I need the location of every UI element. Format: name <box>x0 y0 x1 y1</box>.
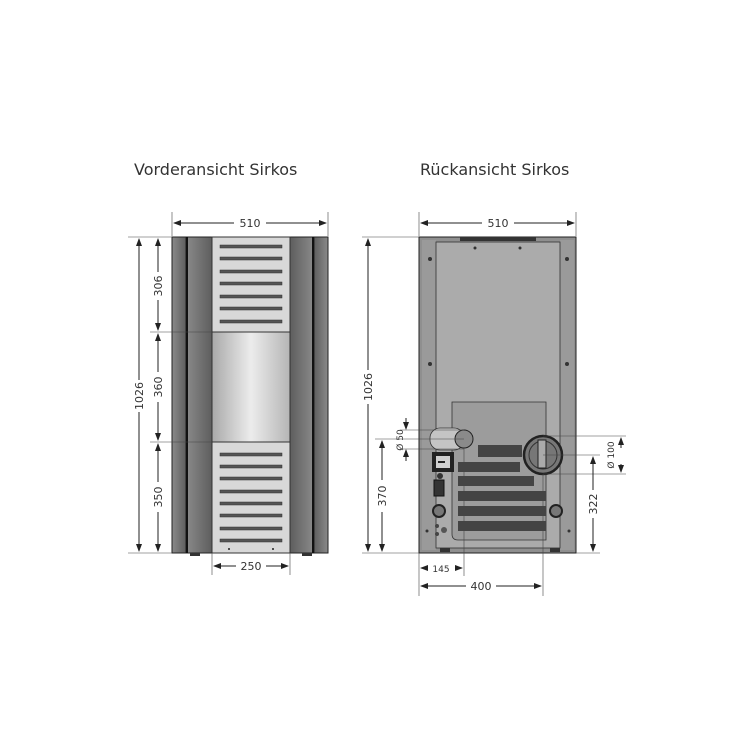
air-inlet-offset-label: 145 <box>432 565 449 575</box>
bottom-grille-height-label: 350 <box>152 487 165 508</box>
air-inlet-height-label: 370 <box>376 486 389 507</box>
center-panel-width-label: 250 <box>241 560 262 573</box>
front-view-drawing: 510 1026 306 360 350 250 <box>128 212 329 575</box>
back-height-label: 1026 <box>362 373 375 401</box>
air-inlet-diameter-label: Ø 50 <box>395 429 406 451</box>
flue-offset-label: 400 <box>471 580 492 593</box>
back-width-label: 510 <box>488 217 509 230</box>
front-width-label: 510 <box>240 217 261 230</box>
front-view-title: Vorderansicht Sirkos <box>134 160 298 179</box>
bottom-grille <box>211 441 291 554</box>
flue-height-label: 322 <box>587 494 600 515</box>
viewing-window <box>211 331 291 443</box>
back-view-drawing: 510 1026 Ø 50 370 Ø 100 322 <box>362 212 626 596</box>
front-height-label: 1026 <box>133 382 146 410</box>
top-grille-height-label: 306 <box>152 276 165 297</box>
flue-diameter-label: Ø 100 <box>606 441 617 468</box>
back-view-title: Rückansicht Sirkos <box>420 160 570 179</box>
window-height-label: 360 <box>152 377 165 398</box>
